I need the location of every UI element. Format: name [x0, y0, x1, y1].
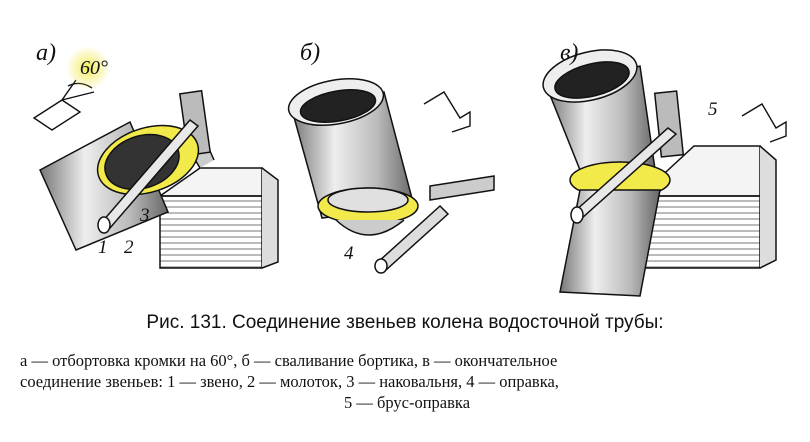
- hammer-c: [570, 127, 678, 224]
- pipe-link-c: [542, 49, 671, 297]
- panel-label-a: а): [36, 40, 56, 66]
- profile-symbol-b: [423, 91, 471, 133]
- figure-caption-title: Рис. 131. Соединение звеньев колена водо…: [146, 312, 664, 333]
- callout-4: 4: [344, 243, 354, 264]
- panel-c-drawing: [542, 49, 787, 297]
- caption-line-3: 5 — брус-оправка: [343, 393, 471, 412]
- pipe-joining-illustration: [32, 46, 787, 297]
- callout-3: 3: [140, 205, 150, 226]
- panel-label-b: б): [300, 40, 321, 66]
- caption-line-1: а — отбортовка кромки на 60°, б — свалив…: [20, 351, 558, 370]
- caption-line-2: соединение звеньев: 1 — звено, 2 — молот…: [20, 372, 559, 391]
- callout-2: 2: [124, 237, 134, 258]
- angle-label: 60°: [80, 57, 108, 79]
- callout-5: 5: [708, 99, 718, 120]
- figure-caption-legend: а — отбортовка кромки на 60°, б — свалив…: [20, 350, 794, 413]
- callout-1: 1: [98, 237, 108, 258]
- panel-b-drawing: [287, 78, 495, 274]
- panel-label-c: в): [560, 40, 579, 66]
- profile-symbol-c: [741, 103, 787, 143]
- pipe-link-b: [287, 78, 419, 236]
- hammer: [97, 118, 200, 234]
- panel-a-drawing: [32, 46, 279, 269]
- mandrel: [374, 175, 495, 274]
- anvil: [157, 89, 279, 269]
